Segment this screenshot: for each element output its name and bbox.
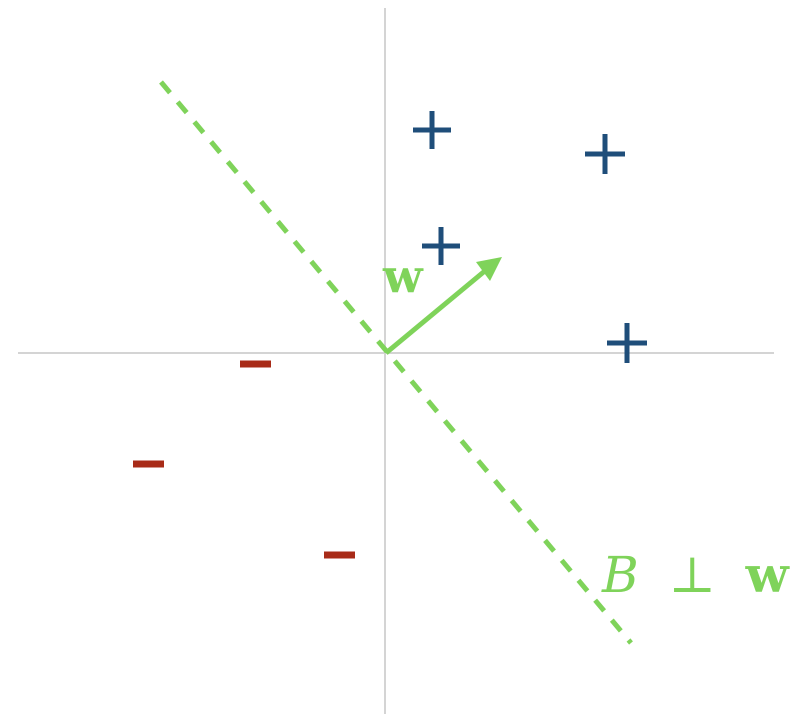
weight-vector-label: w	[382, 249, 424, 303]
weight-vector	[384, 268, 488, 355]
boundary-vector-symbol: w	[745, 545, 791, 604]
positive-sample	[607, 323, 647, 363]
boundary-label: B ⊥ w	[601, 545, 791, 604]
positive-sample	[413, 111, 451, 149]
positive-sample	[585, 134, 625, 174]
boundary-symbol: B	[601, 546, 639, 604]
decision-boundary	[159, 80, 633, 645]
perpendicular-symbol: ⊥	[669, 546, 716, 604]
weight-vector-arrowhead	[476, 257, 502, 281]
positive-sample	[422, 227, 460, 265]
